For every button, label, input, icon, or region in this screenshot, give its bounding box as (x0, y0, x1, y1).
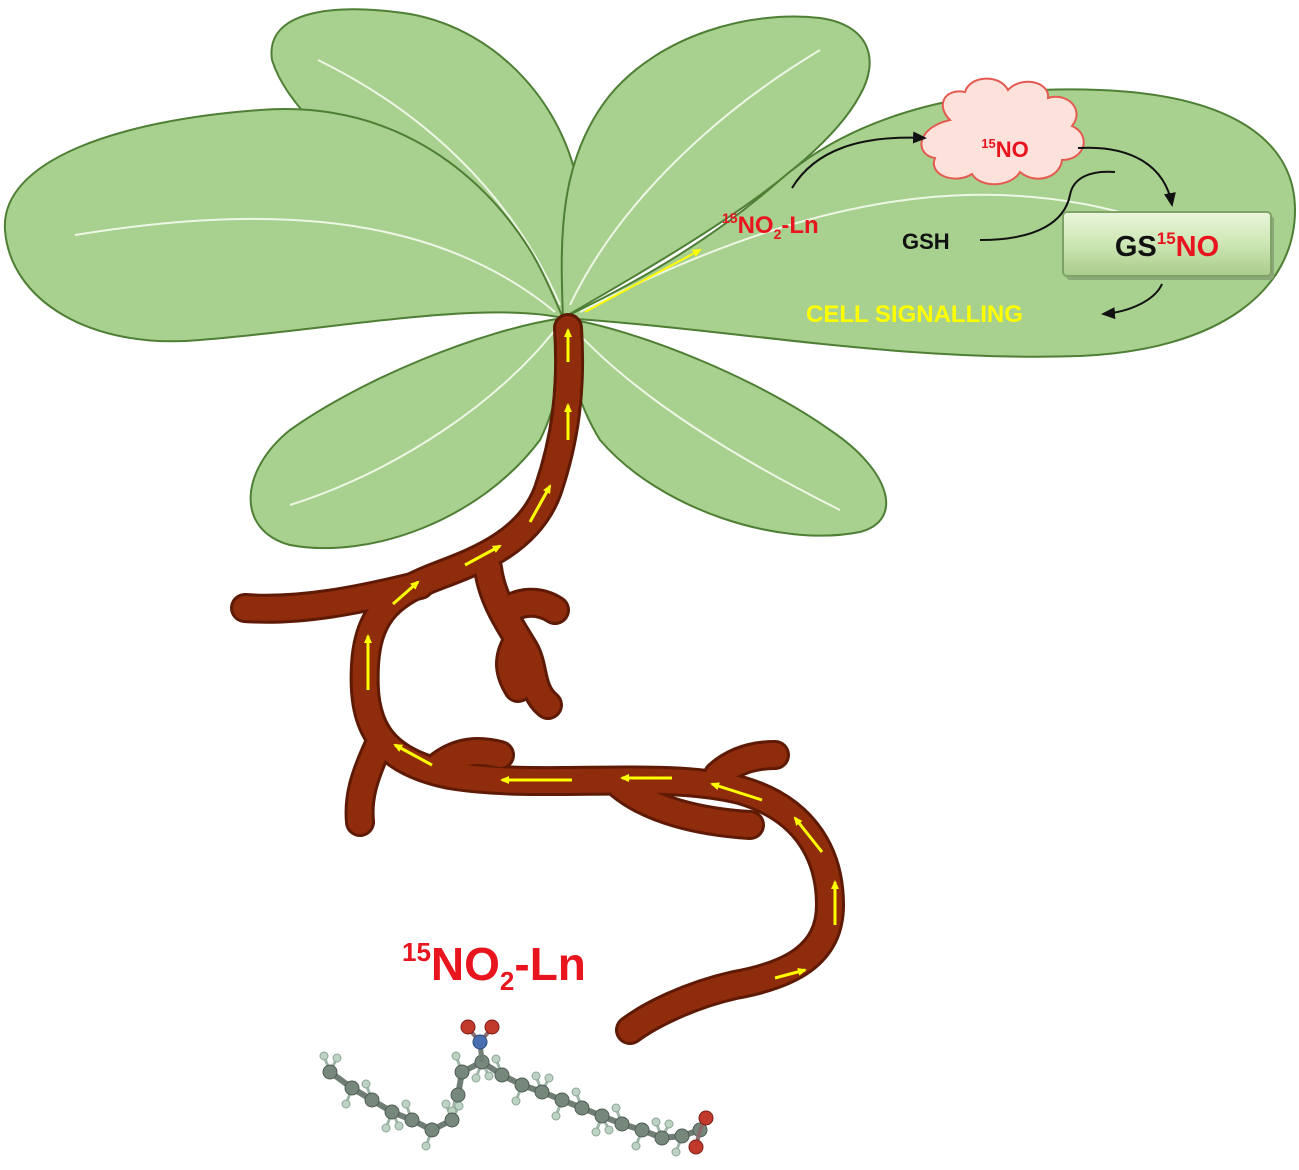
leaf-vein (569, 49, 821, 306)
flow-arrow-to-leaf (584, 249, 702, 313)
root-system (230, 313, 845, 1045)
flow-arrow (464, 544, 502, 567)
nitro-linolenic-acid-ball-and-stick-icon (319, 1019, 714, 1157)
arrow-gsh-to-gsno (979, 170, 1116, 241)
gsno-box: GS15NO (1062, 211, 1274, 280)
leaf-compound-label: 15NO2-Ln (722, 210, 819, 242)
leaf-bottom-left (249, 316, 565, 549)
flow-arrow (528, 484, 552, 523)
leaf-bottom-right (561, 316, 887, 537)
flow-arrow (710, 782, 763, 802)
arrow-to-cloud (791, 131, 927, 189)
flow-arrow (393, 743, 433, 767)
uptake-flow-arrows (364, 249, 839, 980)
leaf-left (3, 108, 565, 343)
no-cloud-label: 15NO (981, 136, 1028, 162)
flow-arrow (392, 580, 420, 606)
flow-arrow (793, 816, 824, 853)
gsno-label: GS15NO (1115, 229, 1219, 263)
leaf-right-reaction (559, 88, 1297, 358)
leaf-vein (574, 329, 841, 511)
leaf-reaction-scheme: 15NO 15NO2-Ln GSH GS15NO CELL SIGNALLING (722, 77, 1274, 328)
leaf-vein (289, 329, 556, 506)
leaf-top-right (560, 15, 871, 320)
cell-signalling-label: CELL SIGNALLING (806, 301, 1023, 328)
root-compound-label: 15NO2-Ln (402, 937, 586, 996)
arrow-gsno-to-signalling (1101, 283, 1163, 320)
rosette-leaves (3, 8, 1297, 549)
arrow-cloud-to-gsno (1077, 146, 1176, 207)
leaf-vein (317, 59, 561, 306)
gsh-label: GSH (902, 229, 950, 254)
leaf-vein (74, 217, 556, 313)
flow-arrow (774, 967, 807, 980)
